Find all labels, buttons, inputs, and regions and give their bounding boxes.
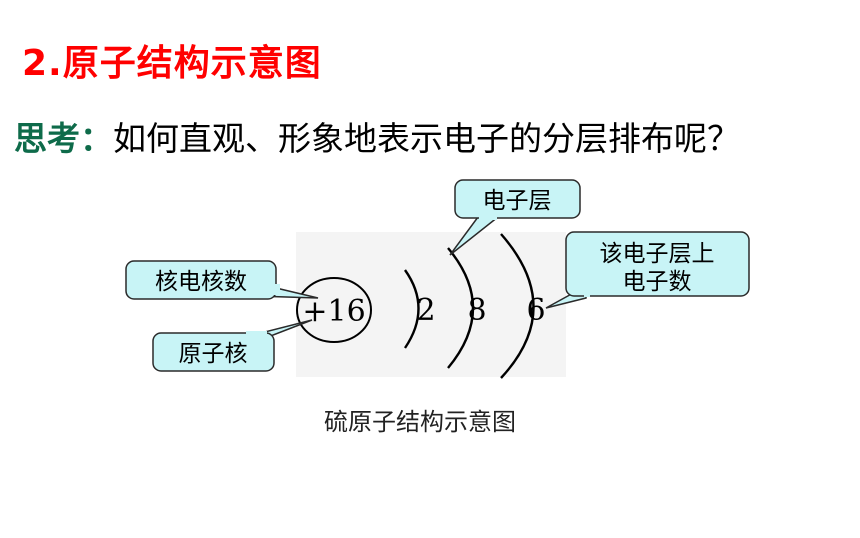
question-label: 思考： xyxy=(14,119,113,158)
shell-electrons-3: 6 xyxy=(526,293,545,328)
nucleus-charge: +16 xyxy=(302,294,365,329)
shell-electrons-1: 2 xyxy=(416,293,435,328)
callout-electron-shell: 电子层 xyxy=(449,179,581,256)
callout-shell-electrons-line1: 该电子层上 xyxy=(600,241,715,267)
callout-shell-electrons-line2: 电子数 xyxy=(623,269,692,295)
diagram-caption: 硫原子结构示意图 xyxy=(324,408,516,436)
callout-electron-shell-text: 电子层 xyxy=(483,188,552,214)
nucleus-circle xyxy=(296,277,372,343)
callout-shell-electrons: 该电子层上 电子数 xyxy=(545,231,750,309)
slide-title: 2.原子结构示意图 xyxy=(22,43,322,84)
shell-electrons-2: 8 xyxy=(467,293,486,328)
callout-nucleus: 原子核 xyxy=(152,319,313,372)
shell-arc-2 xyxy=(447,247,475,369)
shell-arc-3 xyxy=(500,233,535,379)
callout-nuclear-charge: 核电核数 xyxy=(125,260,319,300)
callout-nucleus-text: 原子核 xyxy=(179,341,248,367)
question-line: 思考：如何直观、形象地表示电子的分层排布呢？ xyxy=(14,112,740,160)
callout-nuclear-charge-text: 核电核数 xyxy=(155,269,247,295)
question-text: 如何直观、形象地表示电子的分层排布呢？ xyxy=(113,119,740,158)
shell-arc-1 xyxy=(404,269,420,349)
